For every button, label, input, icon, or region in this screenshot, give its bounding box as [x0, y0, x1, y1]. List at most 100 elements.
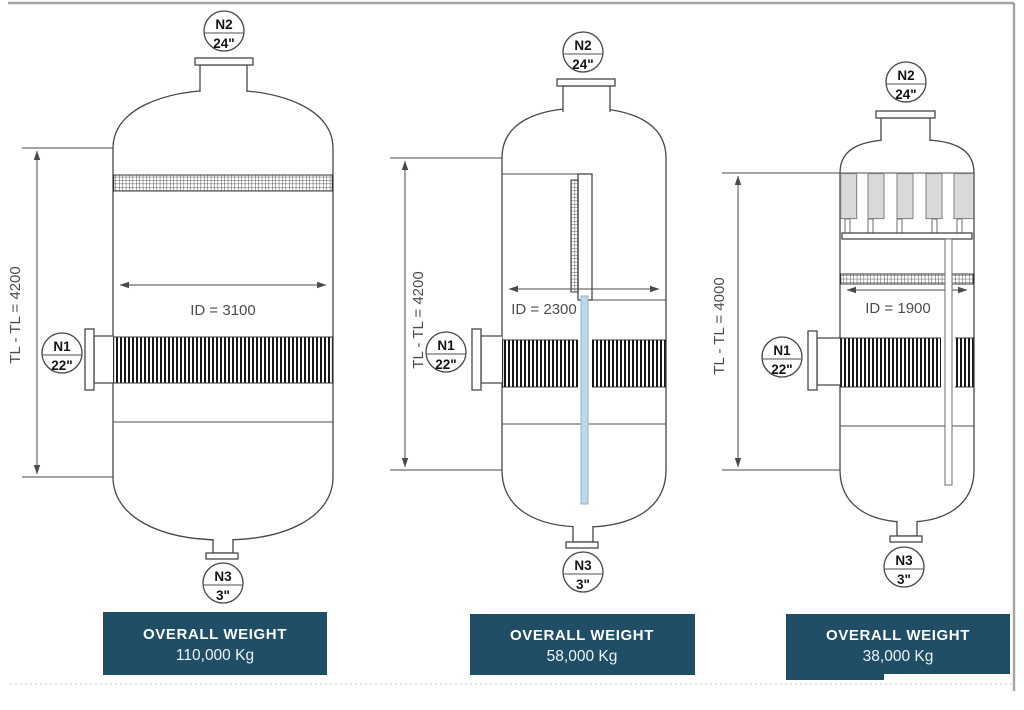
cyclone-block: [840, 173, 858, 220]
nozzle-flange: [875, 110, 936, 119]
nozzle-tag: N2: [897, 68, 914, 83]
vessel-3-support-deck: [841, 232, 973, 240]
nozzle-tag: N2: [574, 38, 591, 53]
vessel-2-weight-box: OVERALL WEIGHT 58,000 Kg: [470, 614, 695, 675]
weight-title: OVERALL WEIGHT: [826, 627, 970, 644]
vessel-1-body: [112, 89, 334, 541]
vessel-2-nozzle-n2: N2 24": [556, 31, 616, 112]
vessel-1-id-dimension-label: ID = 3100: [190, 302, 255, 319]
vessel-2-downcomer-pipe: [580, 295, 589, 505]
vessel-3-nozzle-n2: N2 24": [875, 61, 936, 141]
cyclone-block: [953, 173, 974, 220]
nozzle-size: 22": [435, 357, 456, 372]
vessel-2-nozzle-n3: N3 3": [562, 526, 604, 593]
nozzle-flange: [205, 552, 239, 560]
nozzle-size: 24": [213, 36, 234, 51]
nozzle-tag: N1: [53, 339, 71, 354]
vessel-3-nozzle-n1: N1 22": [761, 330, 840, 391]
cyclone-leg: [896, 218, 903, 234]
nozzle-tag-balloon: [202, 562, 244, 604]
nozzle-flange: [471, 328, 482, 391]
cyclone-leg: [867, 218, 874, 234]
nozzle-neck: [562, 85, 611, 112]
nozzle-tag-balloon: [885, 61, 927, 103]
nozzle-flange: [84, 328, 95, 391]
vessel-1-nozzle-n1: N1 22": [41, 328, 113, 391]
nozzle-flange: [556, 78, 616, 87]
nozzle-tag: N1: [773, 343, 791, 358]
nozzle-tag-balloon: [883, 546, 925, 588]
cyclone-block: [867, 173, 885, 220]
vessel-2: ID = 2300 N2 24" N1 22" N3 3": [390, 31, 695, 675]
nozzle-tag: N3: [574, 558, 592, 573]
vessel-1-tl-dimension: TL - TL = 4200: [7, 147, 113, 478]
vessel-3-id-dimension-label: ID = 1900: [865, 300, 930, 317]
cyclone-block: [925, 173, 943, 220]
nozzle-tag-balloon: [562, 31, 604, 73]
weight-box-shadow-stub: [786, 672, 884, 680]
nozzle-size: 24": [572, 57, 593, 72]
nozzle-tag: N1: [437, 338, 455, 353]
nozzle-neck: [93, 335, 113, 384]
vessel-1: ID = 3100 N2 24" N1 22" N3 3": [7, 10, 334, 675]
weight-value: 110,000 Kg: [176, 647, 254, 664]
weight-box-background: [786, 614, 1010, 674]
nozzle-tag: N2: [215, 17, 232, 32]
vessel-3-weight-box: OVERALL WEIGHT 38,000 Kg: [786, 614, 1010, 680]
vessel-3-tl-dimension: TL - TL = 4000: [711, 172, 840, 471]
vessel-3-cyclone-bank: [840, 173, 974, 220]
vessel-1-mesh-pad: [113, 174, 333, 192]
nozzle-flange: [807, 330, 818, 391]
nozzle-neck: [880, 117, 931, 141]
nozzle-size: 22": [771, 362, 792, 377]
nozzle-flange: [889, 535, 923, 543]
nozzle-size: 24": [895, 87, 916, 102]
nozzle-flange: [565, 541, 599, 549]
cyclone-leg: [844, 218, 851, 234]
weight-title: OVERALL WEIGHT: [510, 627, 654, 644]
cyclone-leg: [931, 218, 938, 234]
vessel-1-nozzle-n2: N2 24": [194, 10, 254, 92]
nozzle-size: 3": [897, 572, 911, 587]
tl-dimension-label: TL - TL = 4200: [410, 271, 427, 368]
tl-dimension-label: TL - TL = 4000: [711, 277, 728, 374]
weight-value: 38,000 Kg: [863, 648, 934, 665]
weight-box-background: [103, 612, 327, 675]
nozzle-tag: N3: [214, 569, 232, 584]
nozzle-size: 3": [216, 588, 230, 603]
cyclone-leg: [956, 218, 963, 234]
vessel-3-drain-pipe: [944, 238, 953, 486]
vessel-1-weight-box: OVERALL WEIGHT 110,000 Kg: [103, 612, 327, 675]
nozzle-tag-balloon: [761, 336, 803, 378]
vessel-1-vane-pack: [113, 336, 333, 384]
nozzle-tag: N3: [895, 553, 913, 568]
nozzle-flange: [194, 57, 254, 66]
nozzle-neck: [572, 526, 594, 543]
nozzle-neck: [480, 335, 502, 384]
nozzle-tag-balloon: [425, 331, 467, 373]
nozzle-neck: [816, 337, 840, 386]
nozzle-neck: [199, 64, 248, 92]
vessel-2-nozzle-n1: N1 22": [425, 328, 502, 391]
nozzle-tag-balloon: [562, 551, 604, 593]
vessel-2-riser-box: [577, 173, 593, 301]
nozzle-size: 3": [576, 577, 590, 592]
vessel-3-mesh-pad: [840, 273, 974, 285]
vessel-2-id-dimension-label: ID = 2300: [511, 301, 576, 318]
weight-value: 58,000 Kg: [547, 648, 618, 665]
nozzle-tag-balloon: [203, 10, 245, 52]
vessel-3-cyclone-legs: [844, 218, 963, 234]
tl-dimension-label: TL - TL = 4200: [7, 266, 24, 363]
vessel-2-tl-dimension: TL - TL = 4200: [390, 157, 502, 471]
vessel-1-nozzle-n3: N3 3": [202, 539, 244, 604]
weight-title: OVERALL WEIGHT: [143, 626, 287, 643]
nozzle-tag-balloon: [41, 332, 83, 374]
vessel-2-mesh-strip: [570, 179, 579, 293]
nozzle-size: 22": [51, 358, 72, 373]
cyclone-block: [896, 173, 914, 220]
vessel-3-nozzle-n3: N3 3": [883, 521, 925, 588]
nozzle-neck: [896, 521, 918, 537]
weight-box-background: [470, 614, 695, 675]
